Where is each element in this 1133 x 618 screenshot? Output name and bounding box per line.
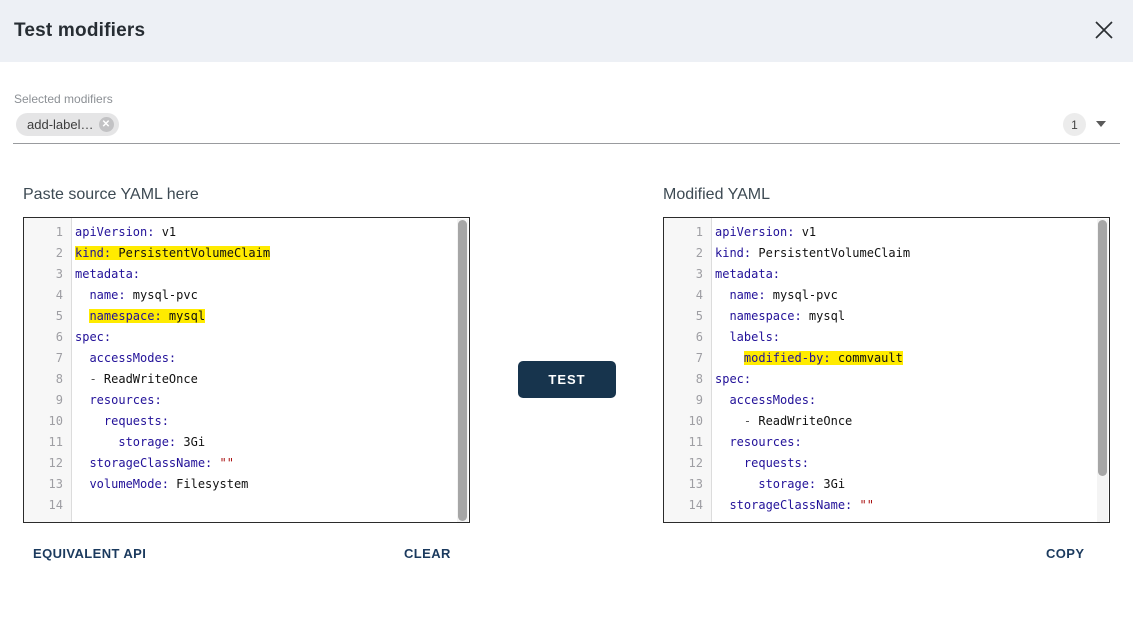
line-number: 6 xyxy=(55,330,63,344)
line-number: 14 xyxy=(688,498,703,512)
code-line: 6 labels: xyxy=(664,327,1109,348)
code-line: 12 requests: xyxy=(664,453,1109,474)
scrollbar-thumb[interactable] xyxy=(1098,220,1107,476)
selected-modifiers-label: Selected modifiers xyxy=(14,92,113,106)
modified-editor-scrollbar[interactable] xyxy=(1097,219,1108,522)
clear-button[interactable]: CLEAR xyxy=(404,546,451,561)
line-number: 1 xyxy=(695,225,703,239)
dialog-header: Test modifiers xyxy=(0,0,1133,62)
code-line: 5 namespace: mysql xyxy=(24,306,469,327)
line-number: 13 xyxy=(48,477,63,491)
line-number: 9 xyxy=(55,393,63,407)
code-line: 10 - ReadWriteOnce xyxy=(664,411,1109,432)
code-line: 5 namespace: mysql xyxy=(664,306,1109,327)
line-number: 5 xyxy=(695,309,703,323)
line-number: 9 xyxy=(695,393,703,407)
code-line: 12 storageClassName: "" xyxy=(24,453,469,474)
line-number: 1 xyxy=(55,225,63,239)
source-yaml-title: Paste source YAML here xyxy=(23,186,199,203)
line-number: 11 xyxy=(48,435,63,449)
copy-button[interactable]: COPY xyxy=(1046,546,1085,561)
code-line: 11 storage: 3Gi xyxy=(24,432,469,453)
code-line: 11 resources: xyxy=(664,432,1109,453)
code-line: 4 name: mysql-pvc xyxy=(24,285,469,306)
modifier-count-badge: 1 xyxy=(1063,113,1086,136)
field-underline xyxy=(13,143,1120,144)
line-number: 8 xyxy=(695,372,703,386)
line-number: 8 xyxy=(55,372,63,386)
line-number: 3 xyxy=(55,267,63,281)
source-editor-scrollbar[interactable] xyxy=(457,219,468,522)
code-line: 9 accessModes: xyxy=(664,390,1109,411)
code-line: 7 modified-by: commvault xyxy=(664,348,1109,369)
code-line: 7 accessModes: xyxy=(24,348,469,369)
line-number: 7 xyxy=(55,351,63,365)
code-line: 14 storageClassName: "" xyxy=(664,495,1109,516)
code-line: 14 xyxy=(24,495,469,516)
close-button[interactable] xyxy=(1091,18,1117,44)
code-line: 4 name: mysql-pvc xyxy=(664,285,1109,306)
code-line: 13 volumeMode: Filesystem xyxy=(24,474,469,495)
line-number: 5 xyxy=(55,309,63,323)
line-number: 14 xyxy=(48,498,63,512)
test-button[interactable]: TEST xyxy=(518,361,616,398)
line-number: 13 xyxy=(688,477,703,491)
chip-remove-icon[interactable]: ✕ xyxy=(98,117,114,132)
line-number: 12 xyxy=(48,456,63,470)
line-number: 6 xyxy=(695,330,703,344)
modifier-chip-label: add-label… xyxy=(27,117,94,132)
line-number: 10 xyxy=(688,414,703,428)
code-line: 9 resources: xyxy=(24,390,469,411)
line-number: 11 xyxy=(688,435,703,449)
close-icon xyxy=(1092,21,1116,45)
line-number: 2 xyxy=(55,246,63,260)
chevron-down-icon[interactable] xyxy=(1096,121,1106,127)
code-line: 13 storage: 3Gi xyxy=(664,474,1109,495)
scrollbar-thumb[interactable] xyxy=(458,220,467,521)
code-line: 8 - ReadWriteOnce xyxy=(24,369,469,390)
modifier-chip[interactable]: add-label… ✕ xyxy=(16,113,119,136)
line-number: 7 xyxy=(695,351,703,365)
line-number: 12 xyxy=(688,456,703,470)
line-number: 4 xyxy=(55,288,63,302)
code-line: 10 requests: xyxy=(24,411,469,432)
line-number: 2 xyxy=(695,246,703,260)
equivalent-api-button[interactable]: EQUIVALENT API xyxy=(33,546,147,561)
line-number: 3 xyxy=(695,267,703,281)
line-number: 4 xyxy=(695,288,703,302)
line-number: 10 xyxy=(48,414,63,428)
dialog-title: Test modifiers xyxy=(14,20,146,41)
modified-yaml-title: Modified YAML xyxy=(663,186,771,203)
